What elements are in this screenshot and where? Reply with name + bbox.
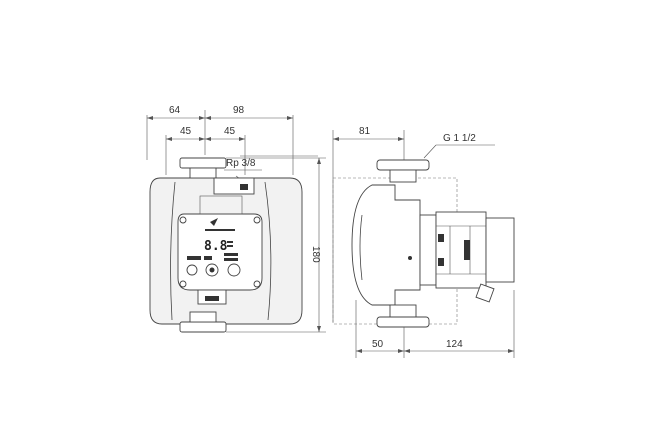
dim-50: 50	[372, 339, 384, 350]
side-view: 81 G 1 1/2	[332, 126, 515, 358]
control-button-left[interactable]	[186, 264, 198, 276]
dim-45-right: 45	[224, 126, 236, 137]
dim-98: 98	[233, 105, 245, 116]
connection-callout: G 1 1/2	[423, 133, 495, 159]
brand-logo-icon	[210, 218, 218, 226]
dim-180: 180	[310, 246, 321, 263]
side-motor	[419, 211, 515, 303]
front-top-flange	[179, 157, 227, 169]
dim-124: 124	[446, 339, 463, 350]
side-top-flange	[376, 159, 430, 171]
side-pump-housing	[351, 184, 421, 306]
connection-thread-label: G 1 1/2	[443, 133, 476, 144]
control-button-right[interactable]	[227, 263, 241, 277]
front-view: 64 98 45 45 Rp 3/8	[146, 105, 326, 333]
front-bottom-flange	[179, 321, 227, 333]
display-readout: 8.8	[204, 239, 228, 254]
dim-64: 64	[169, 105, 181, 116]
dim-81: 81	[359, 126, 371, 137]
side-bottom-dimension: 50 124	[355, 290, 515, 358]
front-top-dimension: 64 98 45 45	[146, 105, 294, 175]
dim-45-left: 45	[180, 126, 192, 137]
height-dimension: 180	[226, 157, 326, 333]
side-bottom-flange	[376, 316, 430, 328]
port-thread-label: Rp 3/8	[226, 158, 256, 169]
control-box: 8.8	[177, 195, 263, 305]
